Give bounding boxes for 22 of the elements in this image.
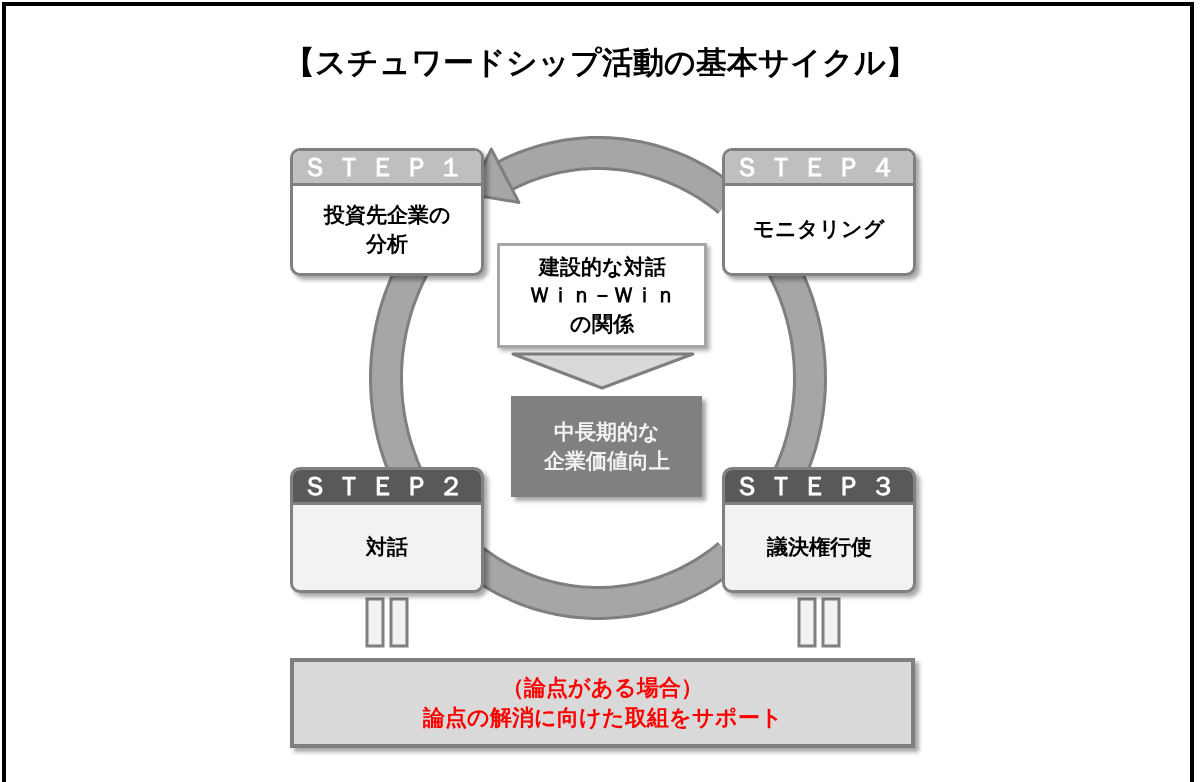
support-box [290, 658, 915, 748]
down-arrow [511, 352, 695, 390]
box-text: 建設的な対話Ｗｉｎ－Ｗｉｎの関係 [528, 254, 676, 338]
dialogue-box [497, 243, 707, 348]
step-tab: ＳＴＥＰ１ [293, 151, 481, 186]
step-label: 対話 [366, 534, 408, 562]
step-label: 議決権行使 [766, 534, 872, 562]
support-text: （論点がある場合）論点の解消に向けた取組をサポート [422, 674, 783, 732]
step-box [290, 148, 484, 276]
equals-connector [365, 597, 409, 648]
step-tab: ＳＴＥＰ２ [293, 470, 481, 505]
step-box [722, 467, 916, 593]
step-tab: ＳＴＥＰ３ [725, 470, 913, 505]
goal-box [511, 396, 702, 497]
step-label: 投資先企業の分析 [323, 202, 451, 258]
equals-connector [797, 597, 841, 648]
step-tab: ＳＴＥＰ４ [725, 151, 913, 186]
step-label: モニタリング [753, 216, 885, 244]
step-box [290, 467, 484, 593]
box-text: 中長期的な企業価値向上 [543, 419, 670, 475]
step-box [722, 148, 916, 276]
diagram-title: 【スチュワードシップ活動の基本サイクル】 [282, 43, 918, 82]
